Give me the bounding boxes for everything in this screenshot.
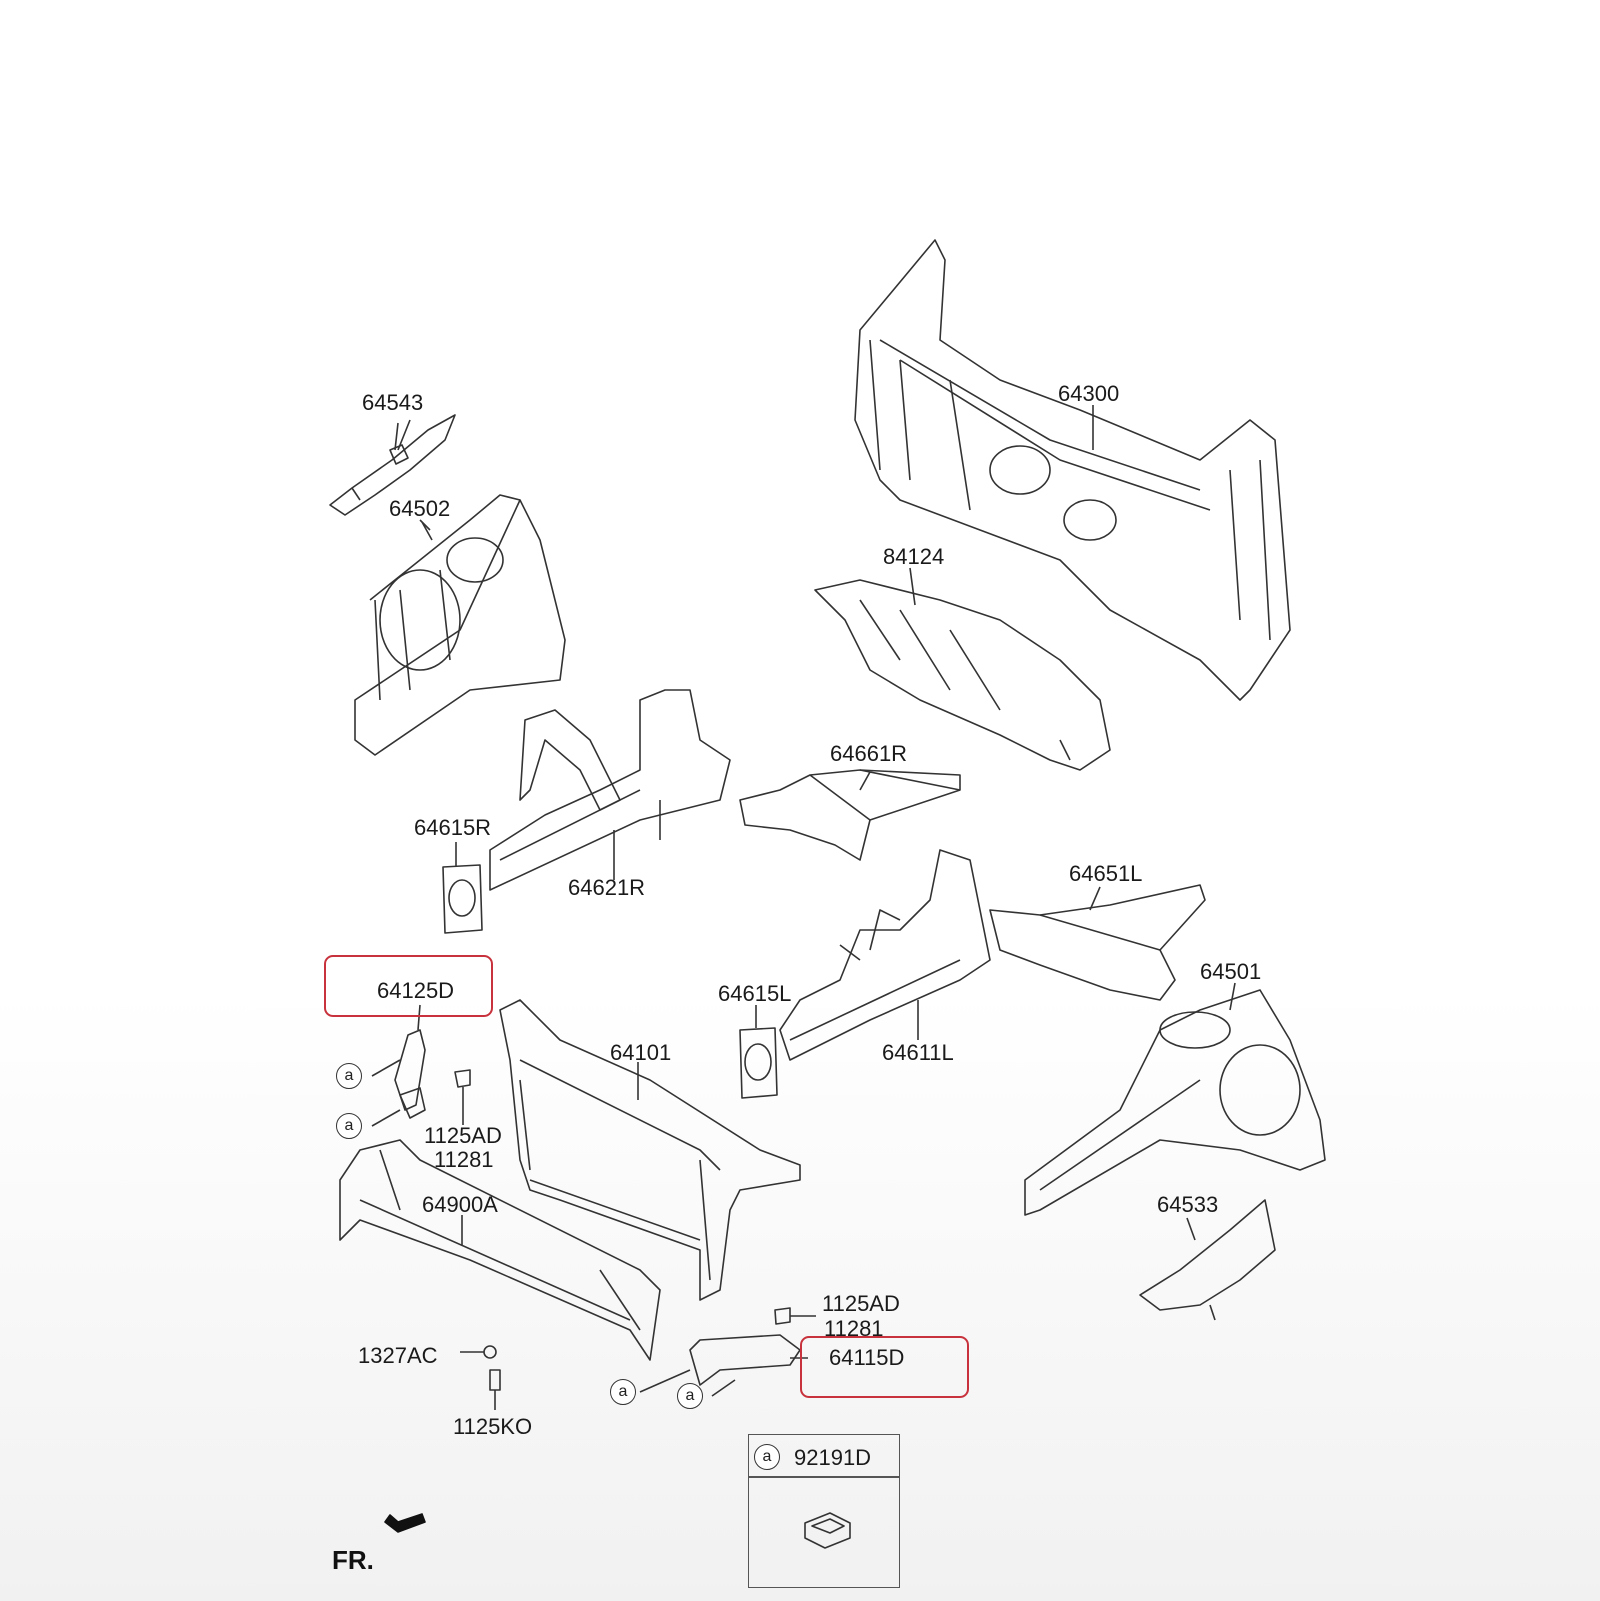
part-64651L-drawing [989,884,1206,1001]
callout-marker-a: a [677,1383,703,1409]
highlight-box-64115D [800,1336,969,1398]
part-label-64615R: 64615R [414,815,492,840]
part-label-64543: 64543 [362,390,424,415]
legend-part-92191D: 92191D [794,1445,872,1470]
part-label-64125D: 64125D [377,978,455,1003]
part-label-64300: 64300 [1058,381,1120,406]
part-label-64101: 64101 [610,1040,672,1065]
highlight-box-64125D [324,955,493,1017]
part-label-64611L: 64611L [882,1040,954,1065]
part-64502-drawing [354,494,566,756]
callout-marker-a: a [610,1379,636,1405]
part-label-64651L: 64651L [1069,861,1143,886]
part-64615L-drawing [739,1027,778,1099]
part-label-1327AC: 1327AC [358,1343,438,1368]
part-label-1125AD-bottom: 1125AD [822,1291,900,1316]
part-64900A-drawing [339,1139,661,1361]
part-label-64900A: 64900A [422,1192,498,1217]
part-64543-drawing [329,414,456,516]
part-64661R-drawing [739,769,961,861]
part-label-11281-top: 11281 [434,1147,494,1172]
part-64115D-drawing [689,1334,808,1386]
part-label-1125KO: 1125KO [453,1414,533,1439]
part-64125D-drawing [394,1004,426,1119]
part-label-64661R: 64661R [830,741,908,766]
part-64533-drawing [1139,1199,1276,1321]
part-84124-drawing [814,579,1111,771]
part-64621R-drawing [489,689,731,891]
part-label-84124: 84124 [883,544,945,569]
part-64615R-drawing [442,864,483,934]
part-label-64115D: 64115D [829,1345,905,1370]
part-label-64501: 64501 [1200,959,1262,984]
legend-box [748,1434,900,1588]
part-label-64615L: 64615L [718,981,792,1006]
callout-marker-a: a [336,1113,362,1139]
front-direction-label: FR. [332,1545,374,1575]
part-64611L-drawing [779,849,991,1061]
part-label-1125AD-top: 1125AD [424,1123,502,1148]
front-arrow-icon [384,1513,426,1533]
part-64101-drawing [499,999,801,1301]
legend-divider [748,1476,899,1478]
part-label-64621R: 64621R [568,875,646,900]
part-64300-drawing [854,239,1291,701]
part-label-64533: 64533 [1157,1192,1219,1217]
part-label-64502: 64502 [389,496,451,521]
part-64501-drawing [1024,989,1326,1216]
callout-marker-a: a [336,1063,362,1089]
legend-marker-a: a [754,1444,780,1470]
